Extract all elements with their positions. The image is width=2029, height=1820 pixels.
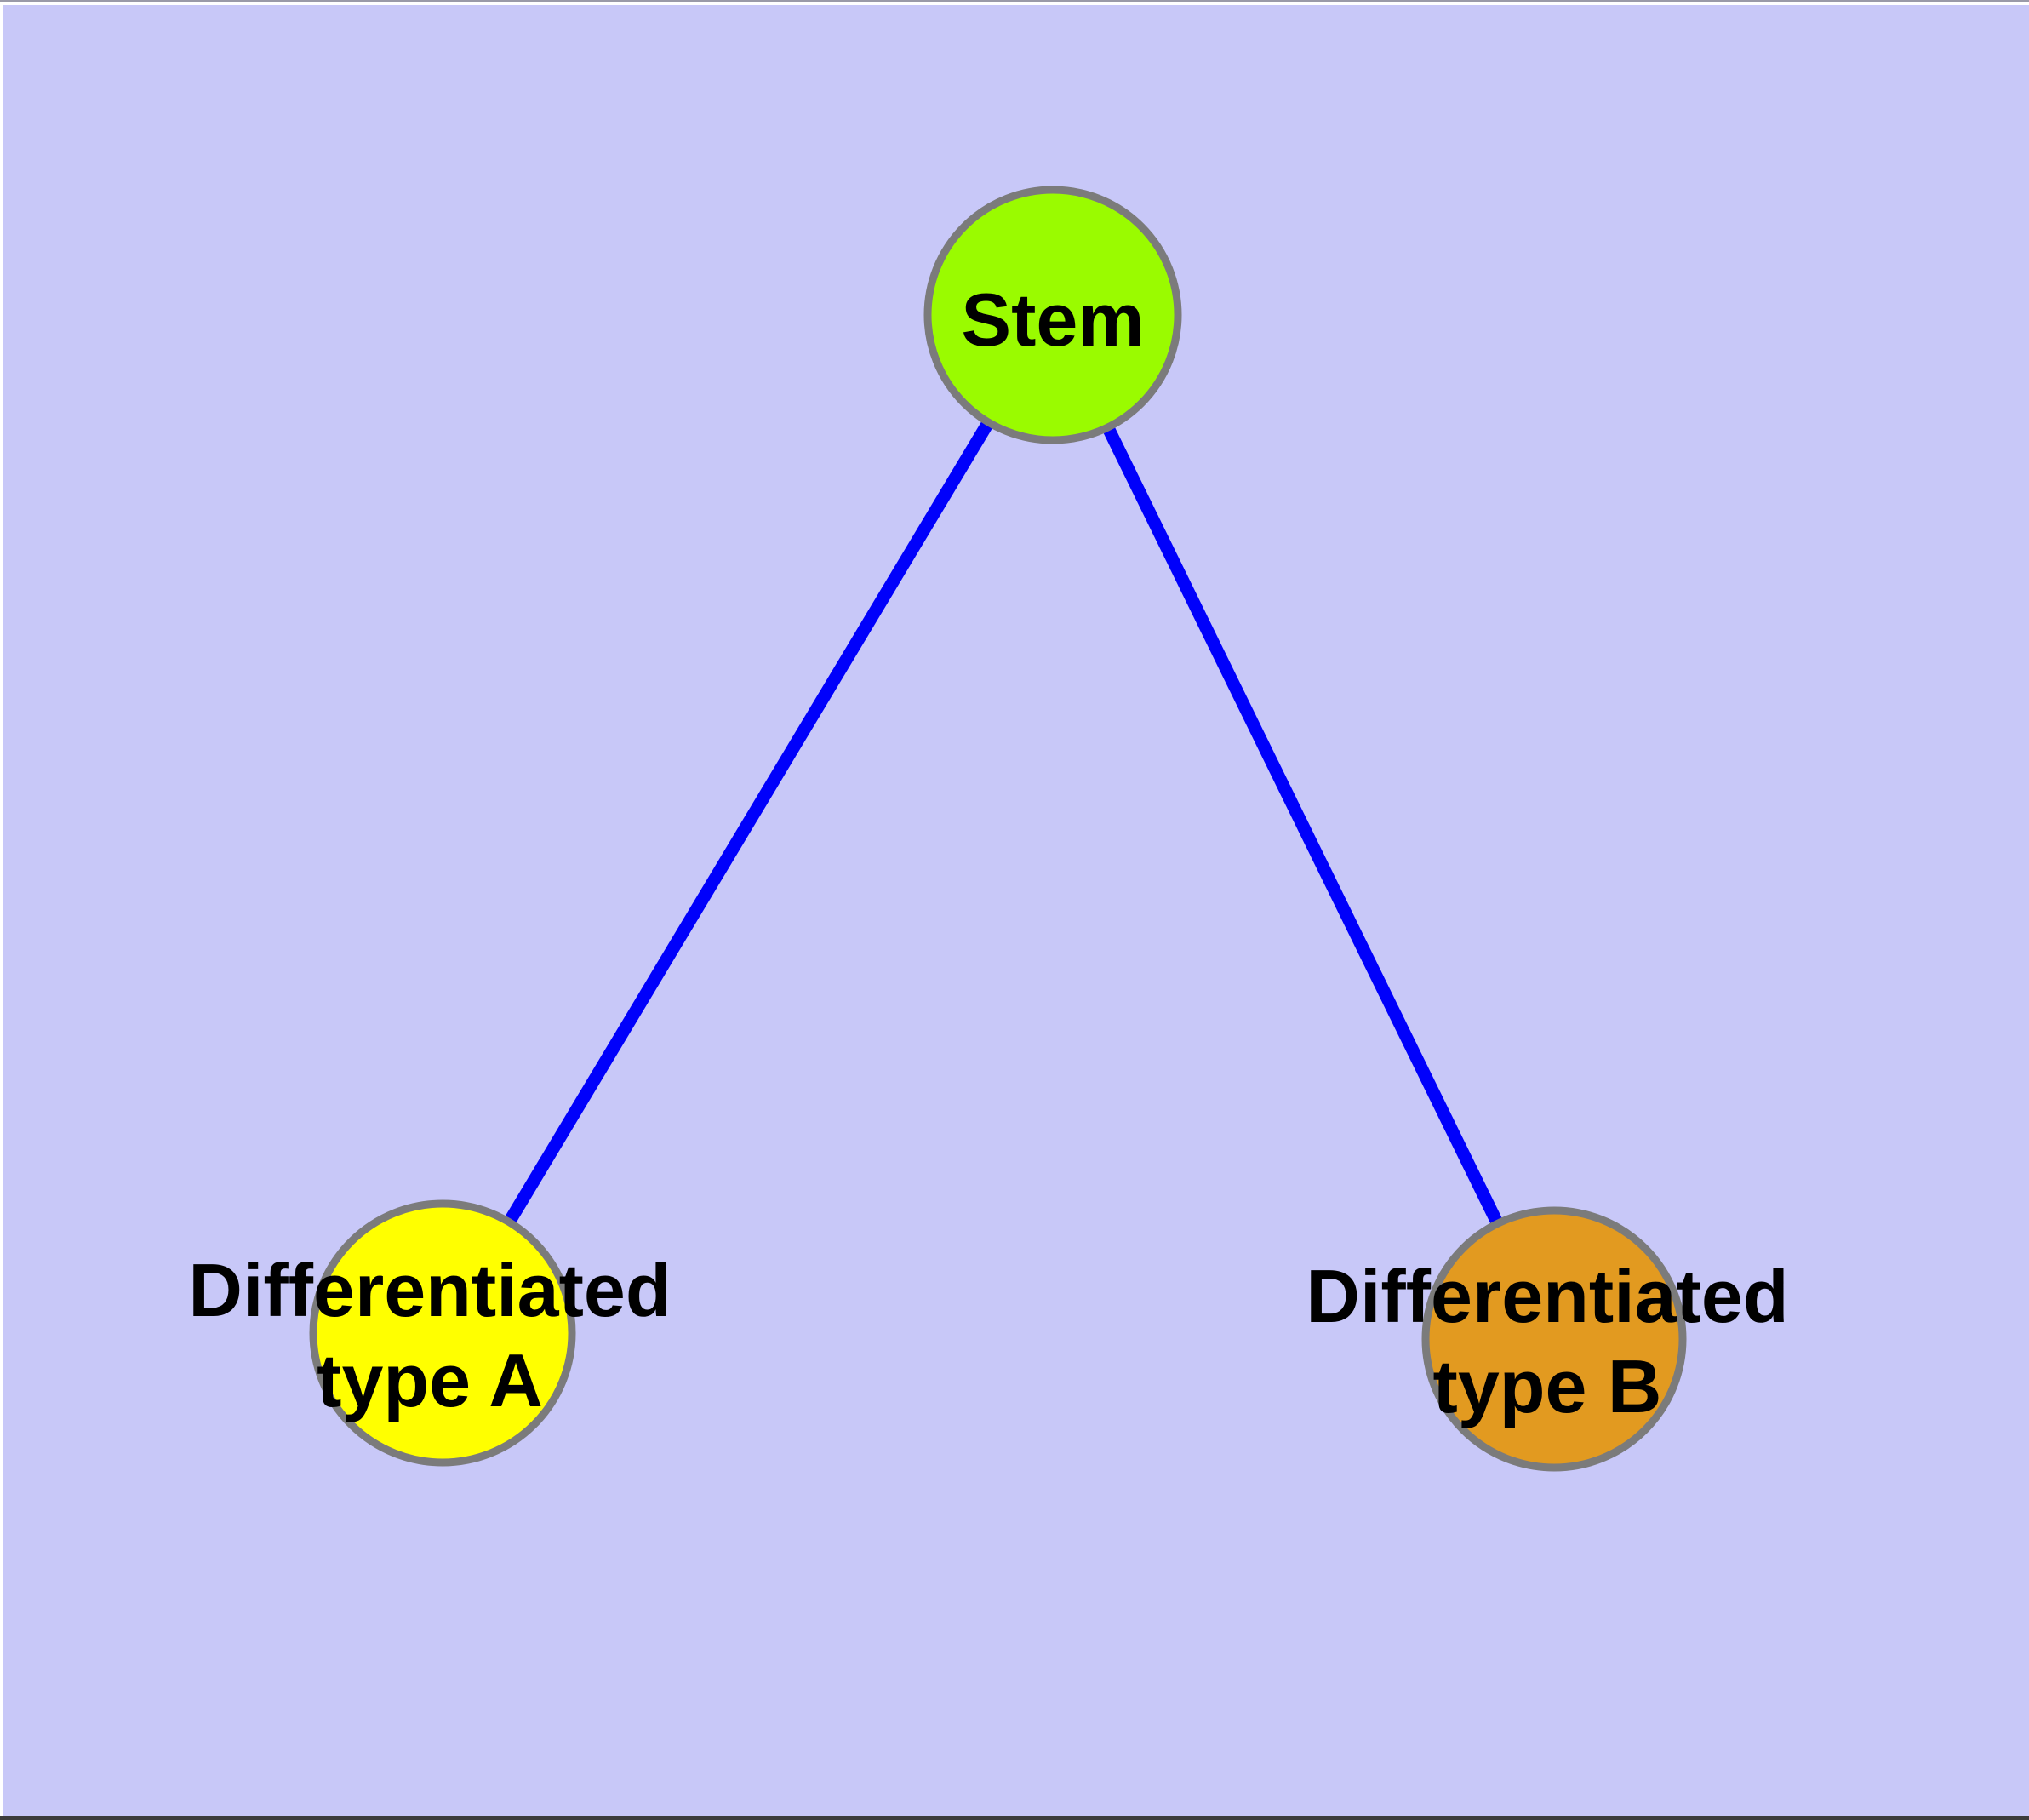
node-type-a-label-line2: type A: [317, 1338, 543, 1422]
node-type-b-circle: [1421, 1206, 1687, 1472]
node-stem-circle: [923, 186, 1182, 444]
node-stem: Stem: [923, 186, 1182, 444]
left-edge-strip: [0, 2, 3, 1820]
node-type-a-circle: [309, 1199, 576, 1467]
top-edge-line: [0, 0, 2029, 2]
edges: [437, 312, 1560, 1342]
node-type-a-label-line1: Differentiated: [188, 1248, 671, 1332]
edge-stem-to-type-a: [437, 312, 1059, 1336]
node-type-a: Differentiated type A: [188, 1199, 672, 1467]
edge-stem-to-type-b: [1047, 312, 1560, 1342]
bottom-edge-line: [0, 1816, 2029, 1820]
node-type-b-label-line2: type B: [1433, 1344, 1662, 1428]
top-edge-strip: [0, 2, 2029, 5]
node-type-b: Differentiated type B: [1306, 1206, 1789, 1472]
node-stem-label: Stem: [961, 278, 1144, 362]
node-type-b-label-line1: Differentiated: [1306, 1254, 1788, 1338]
